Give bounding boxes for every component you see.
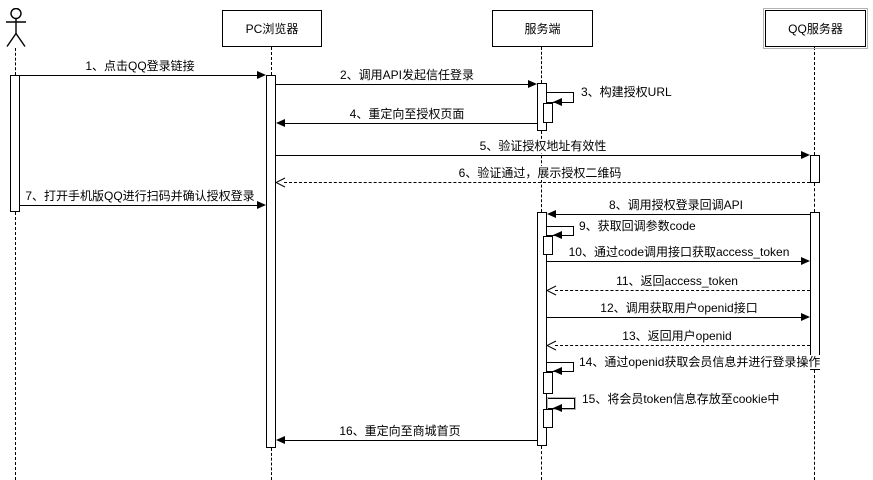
nested-activation-bar-14[interactable] [543, 372, 553, 394]
arrowhead-icon [801, 257, 810, 265]
open-arrowhead-icon [275, 177, 286, 188]
lifeline-qq-server [814, 370, 815, 480]
message-label-16[interactable]: 16、重定向至商城首页 [337, 424, 463, 438]
message-label-2[interactable]: 2、调用API发起信任登录 [337, 68, 477, 82]
lifeline-qq-server [814, 47, 815, 155]
message-line-16[interactable] [285, 440, 537, 441]
arrowhead-icon [553, 231, 562, 239]
lifeline-pc-browser [271, 448, 272, 480]
participant-label: QQ服务器 [788, 22, 843, 36]
open-arrowhead-icon [546, 285, 557, 296]
lifeline-qq-server [814, 183, 815, 212]
arrowhead-icon [553, 404, 562, 412]
message-label-10[interactable]: 10、通过code调用接口获取access_token [566, 245, 792, 259]
message-line-11[interactable] [555, 290, 810, 291]
activation-bar-user[interactable] [10, 75, 20, 212]
message-label-9[interactable]: 9、获取回调参数code [577, 219, 698, 233]
arrowhead-icon [276, 436, 285, 444]
message-label-6[interactable]: 6、验证通过，展示授权二维码 [456, 166, 624, 180]
message-line-1[interactable] [20, 75, 257, 76]
participant-box-pc-browser[interactable]: PC浏览器 [222, 10, 322, 47]
arrowhead-icon [547, 210, 556, 218]
activation-bar-server-2[interactable] [537, 212, 547, 446]
message-label-14[interactable]: 14、通过openid获取会员信息并进行登录操作 [577, 355, 823, 369]
message-label-12[interactable]: 12、调用获取用户openid接口 [598, 301, 760, 315]
message-line-8[interactable] [556, 214, 810, 215]
open-arrowhead-icon [546, 340, 557, 351]
message-line-4[interactable] [285, 123, 537, 124]
message-label-15[interactable]: 15、将会员token信息存放至cookie中 [580, 392, 782, 406]
nested-activation-bar-15[interactable] [543, 409, 553, 428]
message-label-7[interactable]: 7、打开手机版QQ进行扫码并确认授权登录 [23, 189, 257, 203]
participant-label: PC浏览器 [245, 22, 299, 36]
arrowhead-icon [257, 71, 266, 79]
arrowhead-icon [553, 98, 562, 106]
lifeline-user [15, 212, 16, 480]
activation-bar-pc-browser[interactable] [266, 75, 276, 448]
message-label-8[interactable]: 8、调用授权登录回调API [606, 198, 746, 212]
participant-label: 服务端 [524, 22, 561, 36]
actor-icon[interactable] [4, 8, 29, 48]
message-line-7[interactable] [20, 205, 257, 206]
lifeline-server [541, 446, 542, 480]
lifeline-server [541, 47, 542, 83]
message-label-11[interactable]: 11、返回access_token [614, 274, 740, 288]
arrowhead-icon [276, 119, 285, 127]
arrowhead-icon [553, 367, 562, 375]
arrowhead-icon [528, 80, 537, 88]
activation-bar-qq-2[interactable] [810, 212, 820, 370]
message-label-3[interactable]: 3、构建授权URL [579, 85, 674, 99]
message-line-5[interactable] [276, 155, 801, 156]
nested-activation-bar-3[interactable] [543, 103, 553, 123]
message-label-1[interactable]: 1、点击QQ登录链接 [83, 59, 197, 73]
arrowhead-icon [801, 313, 810, 321]
lifeline-user [15, 48, 16, 75]
message-label-4[interactable]: 4、重定向至授权页面 [347, 107, 467, 121]
message-line-13[interactable] [555, 345, 810, 346]
message-label-5[interactable]: 5、验证授权地址有效性 [477, 139, 609, 153]
message-line-2[interactable] [276, 84, 528, 85]
activation-bar-qq-1[interactable] [810, 155, 820, 183]
message-line-6[interactable] [284, 182, 810, 183]
participant-box-qq-server[interactable]: QQ服务器 [763, 8, 868, 49]
lifeline-pc-browser [271, 47, 272, 75]
participant-box-server[interactable]: 服务端 [492, 10, 593, 47]
message-line-10[interactable] [547, 261, 801, 262]
nested-activation-bar-9[interactable] [543, 236, 553, 255]
message-label-13[interactable]: 13、返回用户openid [620, 329, 734, 343]
message-line-12[interactable] [547, 317, 801, 318]
arrowhead-icon [257, 201, 266, 209]
arrowhead-icon [801, 151, 810, 159]
